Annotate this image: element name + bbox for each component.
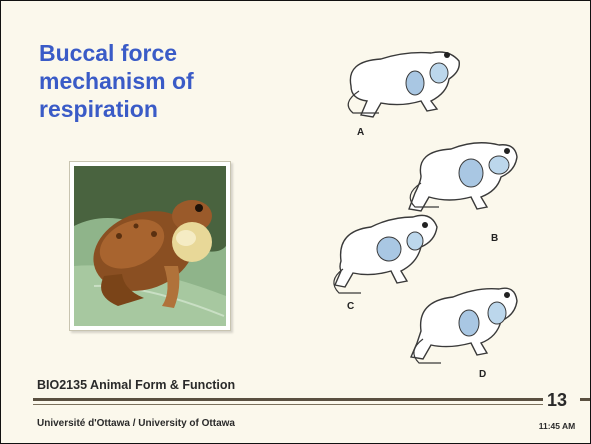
panel-label-a: A [357, 127, 364, 138]
frog-panel-a [348, 52, 459, 117]
footer-rule-bottom [33, 404, 543, 405]
panel-label-c: C [347, 301, 354, 312]
footer-rule-top [33, 398, 543, 401]
slide-number: 13 [537, 390, 577, 411]
university-name: Université d'Ottawa / University of Otta… [37, 418, 235, 429]
frog-panel-b [409, 143, 517, 211]
panel-label-d: D [479, 369, 486, 380]
panel-label-b: B [491, 233, 498, 244]
buccal-pump-diagram: A B C D [321, 31, 521, 381]
frog-panel-c [334, 215, 437, 293]
toad-photo [69, 161, 231, 331]
course-title: BIO2135 Animal Form & Function [37, 378, 235, 392]
toad-photo-icon [74, 166, 226, 326]
footer-rule-right [580, 398, 590, 401]
slide-time: 11:45 AM [529, 421, 585, 431]
frog-panel-d [411, 288, 517, 363]
slide-title: Buccal force mechanism of respiration [39, 39, 259, 123]
